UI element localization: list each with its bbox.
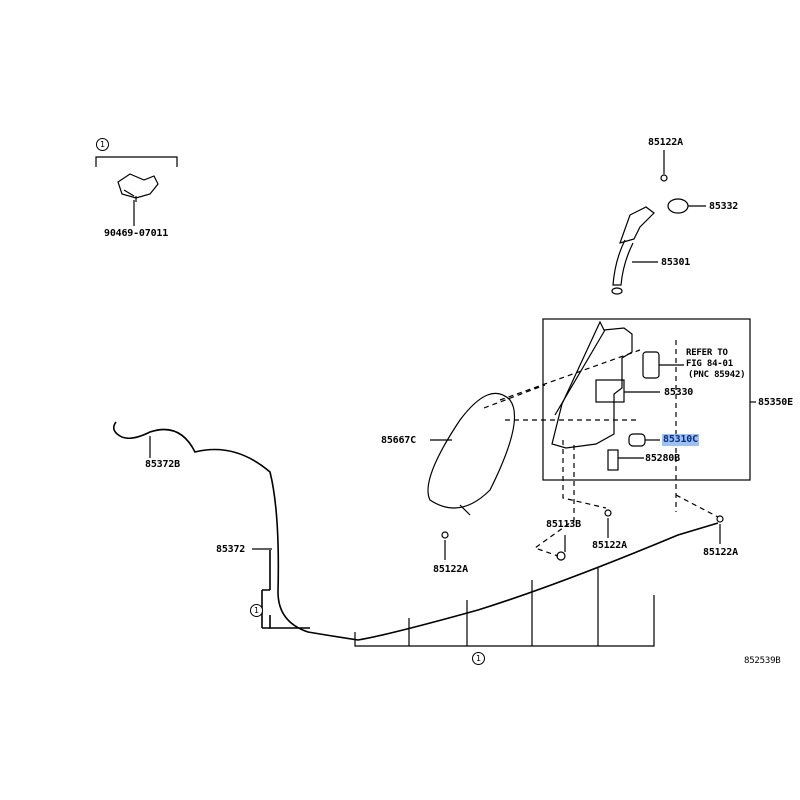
label-85301[interactable]: 85301 bbox=[661, 257, 691, 268]
bolt-lower-left-icon bbox=[441, 531, 449, 560]
refer-note[interactable]: REFER TO FIG 84-01 (PNC 85942) bbox=[686, 348, 746, 381]
clip-icon bbox=[117, 173, 159, 226]
label-85280b[interactable]: 85280B bbox=[645, 453, 680, 464]
bolt-lower-mid-icon bbox=[604, 509, 612, 538]
washer-tank-icon bbox=[551, 320, 660, 449]
label-85310c[interactable]: 85310C bbox=[662, 434, 699, 446]
nut-icon bbox=[556, 551, 566, 561]
clip-bracket bbox=[95, 156, 178, 167]
label-85372[interactable]: 85372 bbox=[216, 544, 246, 555]
label-85350e[interactable]: 85350E bbox=[758, 397, 793, 408]
label-85330[interactable]: 85330 bbox=[664, 387, 694, 398]
inlet-hose-icon bbox=[611, 206, 658, 295]
figure-id: 852539B bbox=[744, 656, 781, 666]
refer-line-3: (PNC 85942) bbox=[688, 370, 746, 380]
grommet-icon bbox=[607, 449, 644, 471]
label-85372b[interactable]: 85372B bbox=[145, 459, 180, 470]
clip-marker-left: 1 bbox=[250, 604, 263, 617]
tank-cover-icon bbox=[427, 392, 516, 516]
clip-marker-top: 1 bbox=[96, 138, 109, 151]
label-85667c[interactable]: 85667C bbox=[381, 435, 416, 446]
tank-assy-box bbox=[542, 318, 751, 481]
label-85122a-mid[interactable]: 85122A bbox=[592, 540, 627, 551]
label-85122a-right[interactable]: 85122A bbox=[703, 547, 738, 558]
refer-line-2: FIG 84-01 bbox=[686, 359, 733, 369]
clip-marker-bottom: 1 bbox=[472, 652, 485, 665]
connector-icon bbox=[642, 351, 684, 379]
refer-line-1: REFER TO bbox=[686, 348, 728, 358]
hose-icon bbox=[112, 421, 719, 641]
pump-icon bbox=[628, 433, 660, 447]
label-85332[interactable]: 85332 bbox=[709, 201, 739, 212]
label-85122a-left[interactable]: 85122A bbox=[433, 564, 468, 575]
bolt-lower-right-icon bbox=[716, 515, 724, 544]
cap-icon bbox=[667, 198, 706, 214]
bolt-top-icon bbox=[660, 150, 668, 182]
label-85122a-top[interactable]: 85122A bbox=[648, 137, 683, 148]
label-85113b[interactable]: 85113B bbox=[546, 519, 581, 530]
label-90469-07011[interactable]: 90469-07011 bbox=[104, 228, 169, 239]
